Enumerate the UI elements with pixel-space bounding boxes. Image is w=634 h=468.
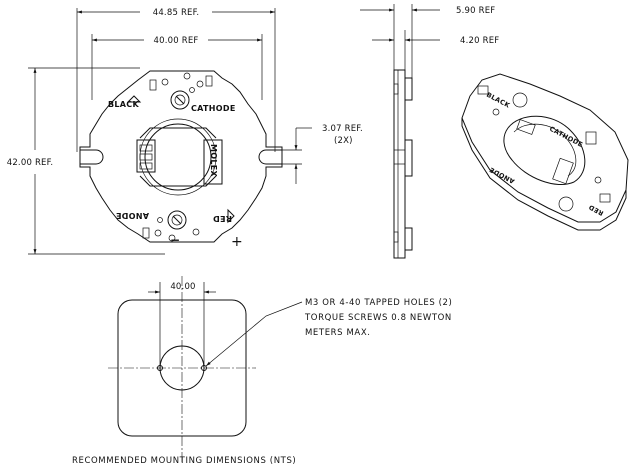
dim-slot: 3.07 REF. (2X): [270, 124, 363, 184]
front-view: 44.85 REF. 40.00 REF 42.00 REF.: [7, 8, 363, 255]
minus-symbol: −: [170, 233, 180, 247]
board-outline: [79, 70, 283, 243]
dim-overall-width-label: 44.85 REF.: [153, 8, 200, 18]
iso-label-black: BLACK: [485, 91, 512, 110]
label-molex: MOLEX: [209, 144, 218, 178]
label-red: RED: [213, 214, 232, 223]
iso-label-cathode: CATHODE: [548, 125, 584, 149]
dim-body-thickness: 4.20 REF: [372, 36, 499, 46]
central-opening: [144, 123, 212, 191]
mounting-plan: 40.00 M3 OR 4-40 TAPPED HOLES (2) TORQUE…: [72, 276, 452, 466]
center-clearance: [159, 345, 205, 391]
dim-slot-qty: (2X): [334, 136, 353, 146]
dim-slot-label: 3.07 REF.: [322, 124, 363, 134]
dim-height: 42.00 REF.: [7, 68, 54, 254]
dim-overall-width: 44.85 REF.: [77, 8, 275, 18]
note-line-1: M3 OR 4-40 TAPPED HOLES (2): [305, 298, 452, 308]
note-line-2: TORQUE SCREWS 0.8 NEWTON: [304, 313, 452, 323]
iso-label-anode: ANODE: [488, 165, 516, 185]
label-anode: ANODE: [116, 211, 149, 220]
note-line-3: METERS MAX.: [305, 328, 371, 338]
mounting-caption: RECOMMENDED MOUNTING DIMENSIONS (NTS): [72, 456, 296, 466]
dim-height-label: 42.00 REF.: [7, 158, 54, 168]
label-cathode: CATHODE: [191, 104, 236, 113]
side-profile: [393, 69, 413, 259]
dim-total-thickness: 5.90 REF: [360, 6, 495, 16]
dim-mounting-spacing: 40.00: [148, 282, 216, 294]
dim-total-thickness-label: 5.90 REF: [456, 6, 495, 16]
molex-connector: [203, 139, 223, 185]
dim-hole-spacing-label: 40.00 REF: [153, 36, 198, 46]
slot-right: [258, 149, 282, 165]
bottom-screw: [167, 210, 187, 230]
plus-symbol: +: [231, 234, 243, 250]
top-screw: [170, 90, 190, 110]
connector-left: [136, 139, 156, 173]
isometric-view: BLACK CATHODE ANODE RED: [461, 73, 629, 231]
dim-body-thickness-label: 4.20 REF: [460, 36, 499, 46]
label-black: BLACK: [108, 100, 139, 109]
dim-mounting-label: 40.00: [170, 282, 195, 292]
dim-hole-spacing: 40.00 REF: [92, 36, 262, 46]
slot-left: [80, 149, 104, 165]
side-view: 5.90 REF 4.20 REF: [360, 4, 499, 259]
iso-label-red: RED: [587, 203, 605, 218]
